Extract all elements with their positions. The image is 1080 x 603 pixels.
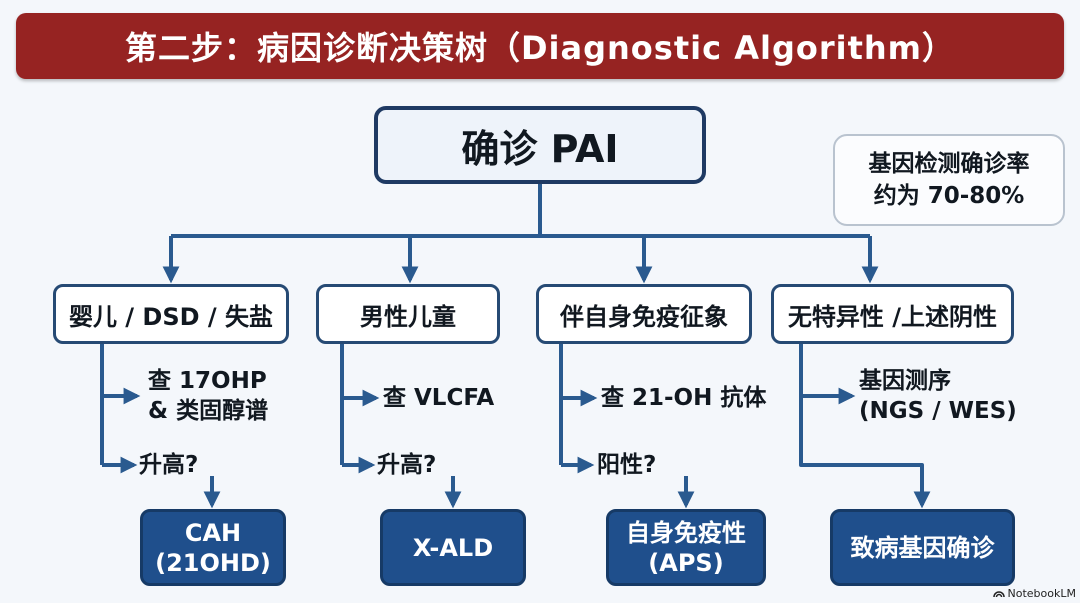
result-node-pathogenic-gene: 致病基因确诊 xyxy=(830,509,1015,586)
branch-label: 伴自身免疫征象 xyxy=(560,302,728,331)
test-step-vlcfa: 查 VLCFA xyxy=(383,385,495,411)
title-banner: 第二步：病因诊断决策树（Diagnostic Algorithm） xyxy=(16,13,1064,79)
test-step-gene-sequencing: 基因测序 (NGS / WES) xyxy=(859,366,1017,426)
root-node: 确诊 PAI xyxy=(374,106,706,184)
branch-label: 婴儿 / DSD / 失盐 xyxy=(68,302,274,331)
branch4-spine xyxy=(799,344,931,509)
test-step-21oh-antibody: 查 21-OH 抗体 xyxy=(601,385,767,411)
result-node-xald: X-ALD xyxy=(380,509,526,586)
result-line-2: (APS) xyxy=(648,548,724,577)
branch-label: 男性儿童 xyxy=(360,302,456,331)
test-line-2: & 类固醇谱 xyxy=(148,398,269,424)
branch-node-nonspecific: 无特异性 /上述阴性 xyxy=(771,284,1014,344)
note-line-1: 基因检测确诊率 xyxy=(868,151,1030,177)
page-title: 第二步：病因诊断决策树（Diagnostic Algorithm） xyxy=(124,29,956,67)
test-line-1: 查 17OHP xyxy=(148,368,267,394)
notebooklm-logo-icon xyxy=(992,591,1005,598)
notebooklm-watermark: NotebookLM xyxy=(992,587,1076,600)
test-line-1: 基因测序 xyxy=(859,368,951,394)
watermark-text: NotebookLM xyxy=(1007,587,1076,600)
question-step: 升高? xyxy=(139,452,199,478)
root-label: 确诊 PAI xyxy=(461,126,619,171)
result-node-cah: CAH (21OHD) xyxy=(140,509,286,586)
result-line-2: (21OHD) xyxy=(155,548,271,577)
result-line-1: 致病基因确诊 xyxy=(850,533,995,562)
detection-rate-note: 基因检测确诊率 约为 70-80% xyxy=(833,134,1065,226)
branch-node-infant: 婴儿 / DSD / 失盐 xyxy=(53,284,289,344)
branch-label: 无特异性 /上述阴性 xyxy=(787,302,998,331)
branch-node-autoimmune: 伴自身免疫征象 xyxy=(536,284,752,344)
branch-node-male-child: 男性儿童 xyxy=(316,284,500,344)
test-step-17ohp: 查 17OHP & 类固醇谱 xyxy=(148,366,268,426)
note-line-2: 约为 70-80% xyxy=(873,183,1025,209)
result-line-1: 自身免疫性 xyxy=(626,518,746,547)
test-line-2: (NGS / WES) xyxy=(859,398,1017,424)
result-line-1: CAH xyxy=(184,518,242,547)
question-step: 阳性? xyxy=(597,452,657,478)
result-line-1: X-ALD xyxy=(412,533,494,562)
question-step: 升高? xyxy=(377,452,437,478)
result-node-aps: 自身免疫性 (APS) xyxy=(606,509,766,586)
